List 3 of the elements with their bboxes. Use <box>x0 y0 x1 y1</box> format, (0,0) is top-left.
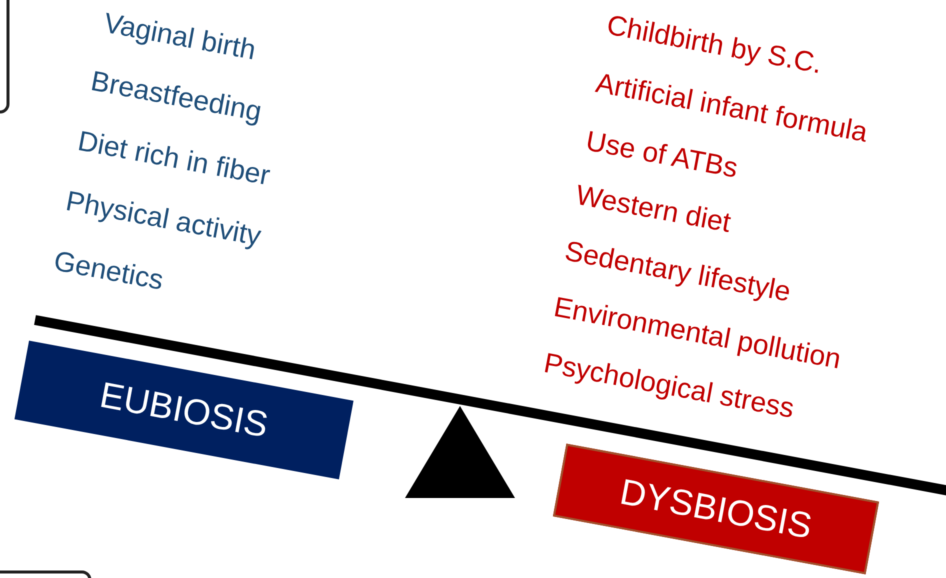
factor-label: Vaginal birth <box>101 8 258 66</box>
eubiosis-box: EUBIOSIS <box>14 340 354 480</box>
dysbiosis-box: DYSBIOSIS <box>552 444 880 574</box>
